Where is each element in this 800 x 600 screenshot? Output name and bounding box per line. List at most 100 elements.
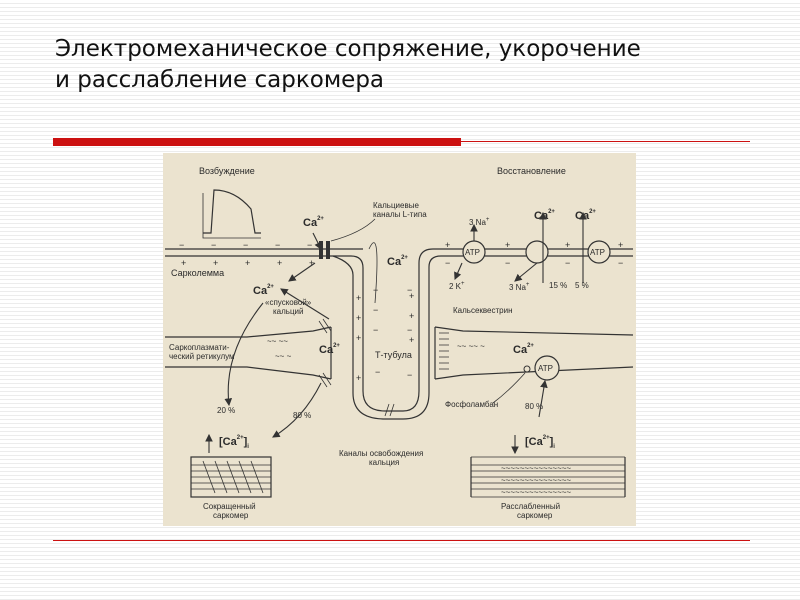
contracted-label-2: саркомер (213, 511, 249, 520)
atp-label: ATP (538, 364, 553, 373)
relaxed-label-2: саркомер (517, 511, 553, 520)
sign-minus: − (407, 285, 412, 295)
sign-plus: + (356, 373, 361, 383)
l-type-pointer (330, 218, 376, 242)
contracted-filaments (191, 464, 271, 490)
percent-label: 80 % (293, 411, 311, 420)
release-channel-label-2: кальция (369, 458, 399, 467)
sign-plus: + (409, 311, 414, 321)
na-ca-exchanger (525, 240, 549, 264)
sign-plus: + (445, 240, 450, 250)
t-tubule-label: Т-тубула (375, 350, 412, 360)
excitation-label: Возбуждение (199, 166, 255, 176)
ca-to-sarcomere-arrow (272, 382, 322, 438)
contracted-crossbridges (202, 460, 264, 494)
contracted-label-1: Сокращенный (203, 502, 256, 511)
sign-minus: − (211, 240, 216, 250)
ca-ion: Ca2+ (253, 284, 274, 297)
wave-mark: ~~~~~~~~~~~~~~~ (501, 488, 571, 497)
sarcomere-diagram: Возбуждение − − − − − + + + + + Сарколем… (163, 153, 636, 526)
l-type-channel-label-1: Кальциевые (373, 201, 419, 210)
sign-minus: − (373, 285, 378, 295)
ca-ion: Ca2+ (303, 216, 324, 229)
title-rule-thin (461, 141, 750, 142)
sign-plus: + (356, 293, 361, 303)
na-label: 3 Na+ (509, 282, 530, 292)
phospholamban-pointer (492, 372, 526, 404)
trigger-ca-label-2: кальций (273, 307, 303, 316)
ca-entry-arrow (312, 232, 322, 250)
sign-plus: + (356, 333, 361, 343)
footer-rule (53, 540, 750, 541)
sign-minus: − (407, 370, 412, 380)
sign-minus: − (373, 325, 378, 335)
sign-minus: − (565, 258, 570, 268)
slide-title-line-1: Электромеханическое сопряжение, укорочен… (55, 36, 641, 62)
k-in-arrow (454, 262, 463, 281)
atp-label: ATP (590, 248, 605, 257)
sign-plus: + (356, 313, 361, 323)
ca-ion: Ca2+ (575, 209, 596, 222)
sign-plus: + (309, 258, 314, 268)
sign-minus: − (179, 240, 184, 250)
na-label: 3 Na+ (469, 217, 490, 227)
ca-i-label: [Ca2+]i (525, 435, 555, 450)
recovery-label: Восстановление (497, 166, 566, 176)
sign-minus: − (243, 240, 248, 250)
sign-minus: − (618, 258, 623, 268)
ca-uptake-arrow (538, 379, 548, 418)
sign-minus: − (307, 240, 312, 250)
release-channel-label-1: Каналы освобождения (339, 449, 423, 458)
slide-title: Электромеханическое сопряжение, укорочен… (55, 34, 755, 96)
ca-i-label: [Ca2+]i (219, 435, 249, 450)
wave-mark: ~~ ~~ ~ (457, 342, 485, 351)
wave-mark: ~~~~~~~~~~~~~~~ (501, 464, 571, 473)
sign-minus: − (445, 258, 450, 268)
sign-minus: − (373, 305, 378, 315)
ca-to-sarcomere-arrow (224, 302, 264, 407)
percent-label: 80 % (525, 402, 543, 411)
action-potential-curve (203, 189, 261, 234)
slide-title-line-2: и расслабление саркомера (55, 67, 385, 93)
sign-plus: + (277, 258, 282, 268)
sign-plus: + (245, 258, 250, 268)
calsequestrin-label: Кальсеквестрин (453, 306, 513, 315)
ca-ion: Ca2+ (387, 255, 408, 268)
ca-influx-arrow (288, 262, 316, 282)
relaxed-filaments (471, 464, 625, 490)
percent-label: 5 % (575, 281, 589, 290)
sign-minus: − (505, 258, 510, 268)
sign-plus: + (409, 291, 414, 301)
wave-mark: ~~~~~~~~~~~~~~~ (501, 476, 571, 485)
sr-right (434, 326, 634, 380)
wave-mark: ~~ ~~ (267, 337, 288, 346)
relaxed-sarcomere-border (471, 456, 625, 498)
t-tubule-outer (325, 248, 633, 412)
ca-atpase (587, 240, 611, 264)
percent-label: 15 % (549, 281, 567, 290)
na-in-arrow (514, 262, 538, 282)
l-type-channel (319, 241, 323, 259)
phospholamban-label: Фосфоламбан (445, 400, 498, 409)
l-type-channel-label-2: каналы L-типа (373, 210, 427, 219)
sign-minus: − (407, 325, 412, 335)
sign-plus: + (565, 240, 570, 250)
sign-minus: − (275, 240, 280, 250)
sr-left (165, 326, 332, 380)
sign-plus: + (409, 335, 414, 345)
sr-label-2: ческий ретикулум (169, 352, 235, 361)
sarcolemma-label: Сарколемма (171, 268, 224, 278)
trigger-ca-label-1: «спусковой» (265, 298, 312, 307)
ca-ion: Ca2+ (534, 209, 555, 222)
t-tubule-inner (332, 255, 633, 420)
atp-label: ATP (465, 248, 480, 257)
phospholamban-marker (523, 365, 531, 373)
ca-ion: Ca2+ (513, 343, 534, 356)
sign-plus: + (213, 258, 218, 268)
ryr-channels (318, 318, 332, 388)
sr-junction (439, 332, 449, 370)
ap-axes (202, 193, 261, 239)
t-tubule-pointer (368, 242, 378, 304)
sign-plus: + (181, 258, 186, 268)
k-label: 2 K+ (449, 281, 465, 291)
